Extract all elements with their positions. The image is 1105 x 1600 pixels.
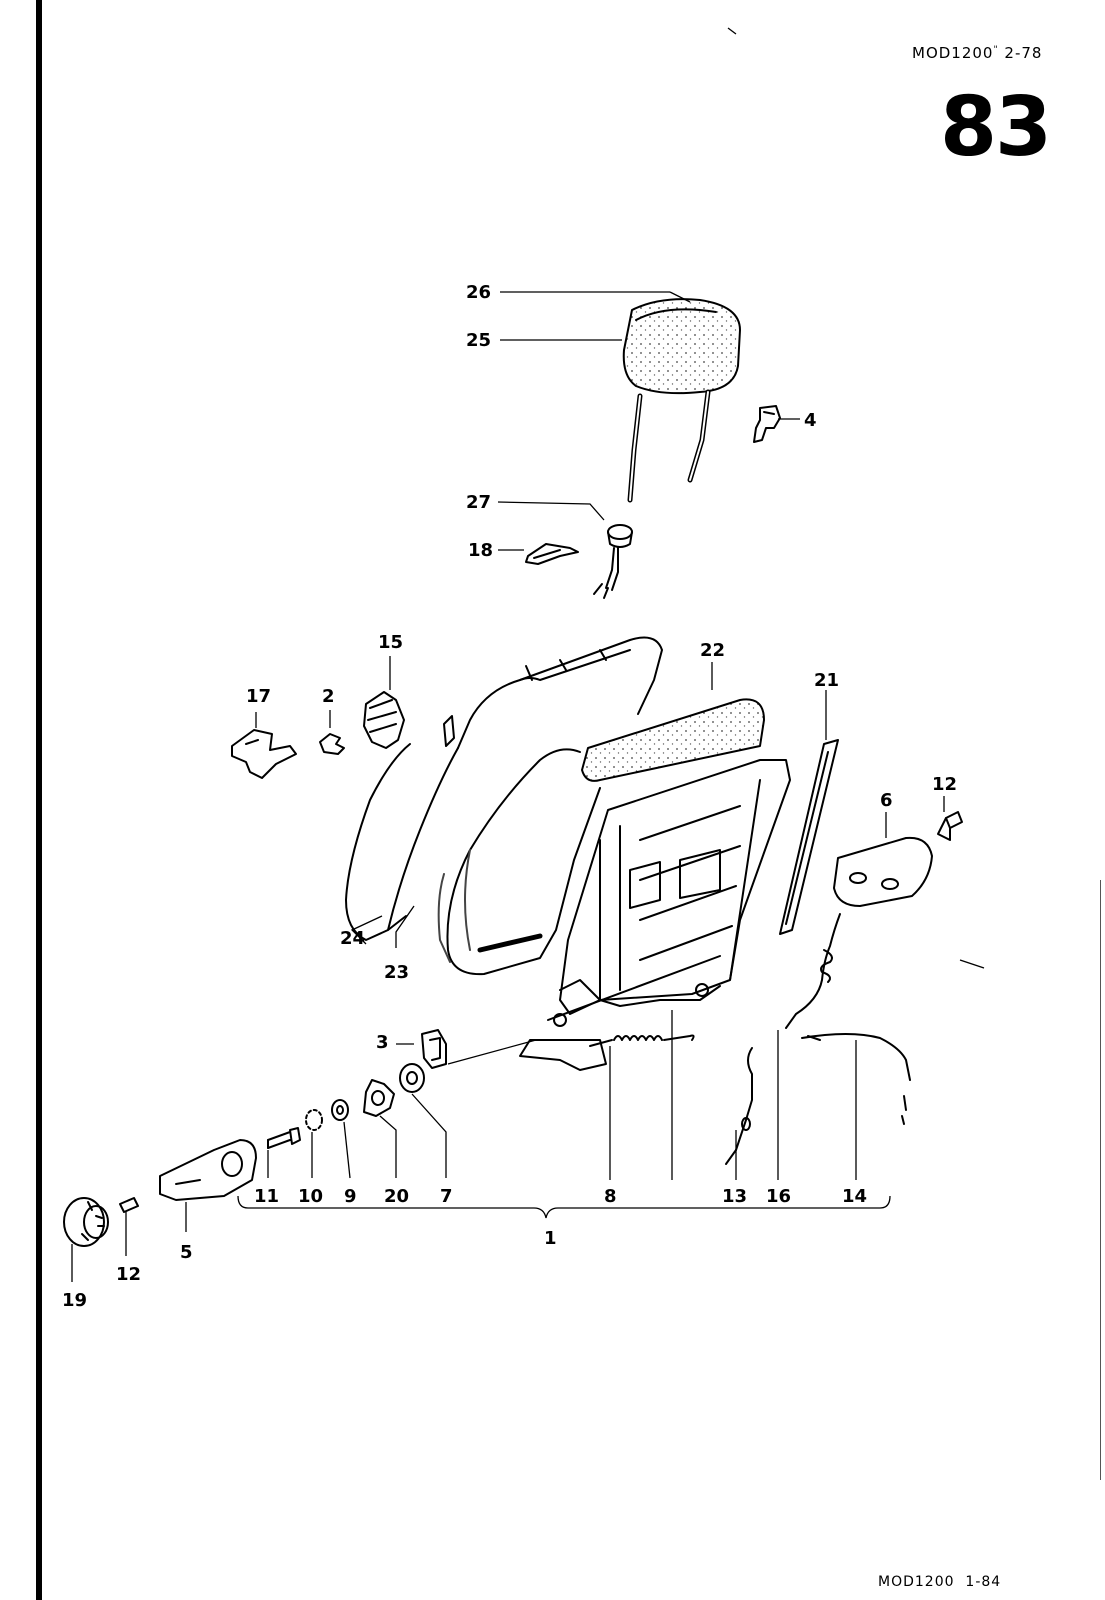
header-model-mark: "	[993, 45, 999, 55]
cable-part-13	[725, 1047, 753, 1165]
callout-14: 14	[842, 1186, 867, 1207]
callout-1: 1	[544, 1228, 557, 1249]
callout-26: 26	[466, 282, 491, 303]
trim-cover-part	[833, 836, 933, 907]
seal-strip-part	[779, 739, 839, 935]
page-number: 83	[940, 80, 1052, 175]
header-model-code: MOD1200" 2-78	[912, 44, 1042, 62]
callout-21: 21	[814, 670, 839, 691]
callout-19: 19	[62, 1290, 87, 1311]
callout-4: 4	[804, 410, 817, 431]
callout-11: 11	[254, 1186, 279, 1207]
knob-part	[63, 1197, 109, 1247]
pin-part	[937, 811, 963, 841]
header-model: MOD1200	[912, 44, 994, 62]
washer-part-10	[305, 1109, 323, 1131]
callout-24: 24	[340, 928, 365, 949]
callout-8: 8	[604, 1186, 617, 1207]
tension-spring-part	[589, 1034, 695, 1047]
backrest-cover-part	[345, 636, 663, 941]
callout-17: 17	[246, 686, 271, 707]
callout-16: 16	[766, 1186, 791, 1207]
clip-part-4	[753, 405, 781, 443]
header-date: 2-78	[1004, 44, 1043, 62]
callout-23: 23	[384, 962, 409, 983]
cover-part-15	[363, 691, 405, 749]
hand-lever-part	[159, 1139, 257, 1201]
callout-10: 10	[298, 1186, 323, 1207]
callout-2: 2	[322, 686, 335, 707]
footer-code: MOD1200 1-84	[878, 1574, 1001, 1590]
lever-part-20	[363, 1079, 395, 1117]
bolt-part-11	[267, 1127, 301, 1149]
callout-13: 13	[722, 1186, 747, 1207]
washer-part-9	[331, 1099, 349, 1121]
leader-lines	[71, 27, 985, 1282]
backrest-padding-part	[437, 698, 765, 976]
pin-part-12	[119, 1197, 139, 1213]
callout-6: 6	[880, 790, 893, 811]
callout-22: 22	[700, 640, 725, 661]
callout-12-pin-left: 12	[116, 1264, 141, 1285]
return-spring-part	[785, 913, 841, 1029]
headrest-part	[622, 298, 741, 503]
footer-model: MOD1200	[878, 1574, 955, 1590]
callout-9: 9	[344, 1186, 357, 1207]
callout-20: 20	[384, 1186, 409, 1207]
clip-part-2	[319, 733, 345, 755]
callout-5: 5	[180, 1242, 193, 1263]
callout-15: 15	[378, 632, 403, 653]
callout-7: 7	[440, 1186, 453, 1207]
footer-date: 1-84	[965, 1574, 1002, 1590]
seat-back-frame-part	[519, 759, 791, 1071]
callout-18: 18	[468, 540, 493, 561]
release-cable-part	[801, 1033, 911, 1125]
latch-part	[421, 1029, 447, 1069]
callout-25: 25	[466, 330, 491, 351]
headrest-mount-part-17	[231, 729, 297, 779]
callout-3: 3	[376, 1032, 389, 1053]
headrest-guide-part	[593, 524, 633, 599]
callout-labels: 1 2 3 4 5 6 7 8 9 10 11 12 12 13 14 15 1…	[62, 282, 957, 1311]
binding-edge	[36, 0, 42, 1600]
page-edge-line	[1100, 880, 1101, 1480]
spring-clip-part	[525, 543, 579, 565]
washer-part-7	[399, 1063, 425, 1093]
callout-12-pin-right: 12	[932, 774, 957, 795]
callout-27: 27	[466, 492, 491, 513]
